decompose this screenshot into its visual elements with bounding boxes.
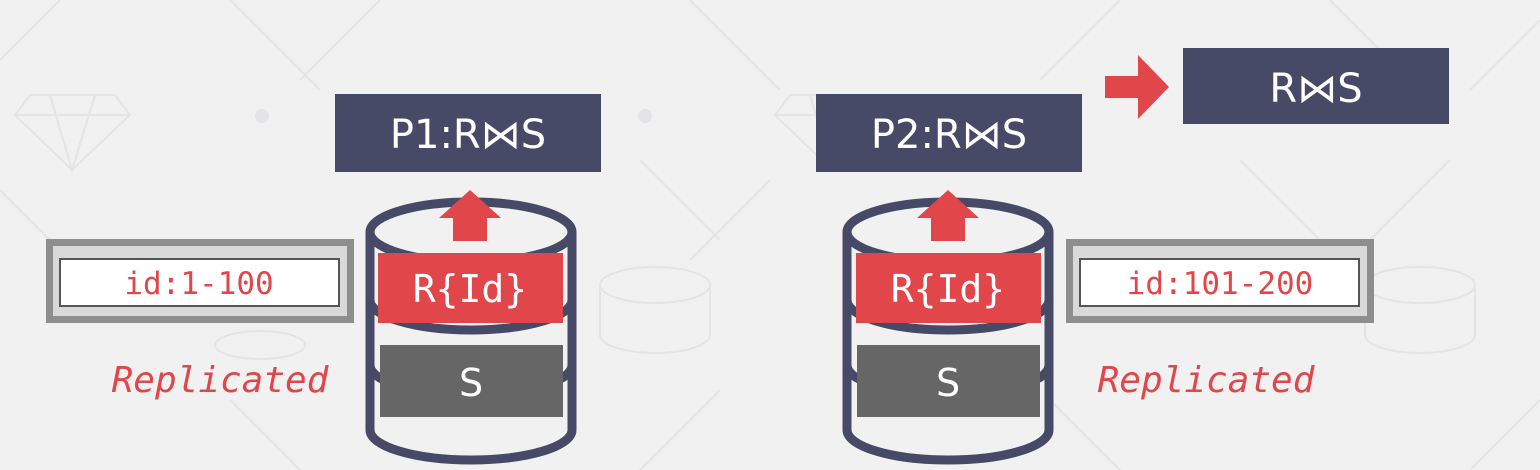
result-label-1: P1:R⋈S <box>390 112 546 158</box>
arrow-right <box>1105 55 1169 119</box>
range-tag-1: id:1-100 <box>46 239 354 323</box>
range-label-1: id:1-100 <box>124 266 273 302</box>
range-tag-2: id:101-200 <box>1066 239 1374 323</box>
final-result: R⋈S <box>1105 48 1449 124</box>
result-label-2: P2:R⋈S <box>871 112 1027 158</box>
arrow-up-2 <box>917 190 979 241</box>
table-label-2: S <box>936 361 960 405</box>
arrow-up-1 <box>439 190 501 241</box>
table-label-1: S <box>459 361 483 405</box>
partition-label-2: R{Id} <box>891 267 1005 311</box>
node-2: R{Id} S P2:R⋈S id:101-200 Replicated <box>816 94 1374 465</box>
final-result-label: R⋈S <box>1269 66 1362 112</box>
partition-block-2 <box>856 253 1041 323</box>
range-tag-field <box>1079 258 1360 307</box>
partition-label-1: R{Id} <box>413 267 527 311</box>
table-block-1 <box>380 345 563 417</box>
replicated-label-1: Replicated <box>112 360 330 401</box>
node-1: id:1-100 Replicated R{Id} S P1:R⋈S <box>46 94 601 465</box>
partition-block-1 <box>378 253 563 323</box>
result-box-1 <box>335 94 601 172</box>
final-result-box <box>1183 48 1449 124</box>
table-block-2 <box>857 345 1040 417</box>
range-tag-field <box>59 258 340 307</box>
replicated-label-2: Replicated <box>1098 360 1316 401</box>
result-box-2 <box>816 94 1082 172</box>
range-label-2: id:101-200 <box>1127 266 1314 302</box>
